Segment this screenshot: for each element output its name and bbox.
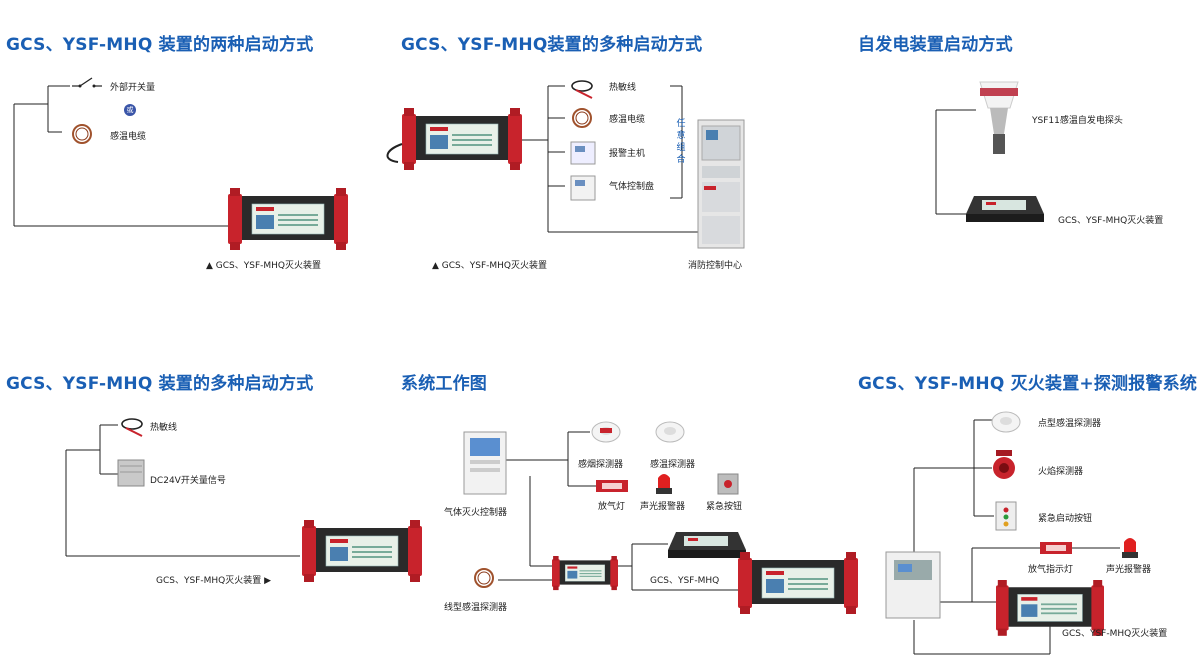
any-combo-label: 任意组合 [676, 119, 686, 165]
temp-detector-icon [655, 421, 685, 443]
release-light-icon [1040, 542, 1072, 554]
extinguisher-device-icon [301, 519, 423, 583]
cable-coil-icon [72, 124, 92, 144]
extinguisher-device-icon [551, 555, 619, 591]
center-label: 消防控制中心 [688, 261, 743, 271]
panel2-lines [514, 85, 700, 233]
panel4-title: GCS、YSF-MHQ 装置的多种启动方式 [6, 374, 314, 394]
mhq-label: GCS、YSF-MHQ [650, 576, 720, 586]
probe-label: YSF11感温自发电探头 [1032, 116, 1123, 126]
point-detector-label: 点型感温探测器 [1038, 419, 1102, 429]
linear-detector-label: 线型感温探测器 [444, 603, 508, 613]
alarm-host-icon [570, 141, 596, 165]
heat-wire-icon [571, 80, 593, 99]
heat-wire-icon [121, 418, 143, 437]
cable-label: 感温电缆 [609, 115, 646, 125]
smoke-label: 感烟探测器 [578, 460, 624, 470]
heat-wire-label: 热敏线 [150, 423, 178, 433]
release-light-label: 放气指示灯 [1028, 565, 1074, 575]
host-label: 报警主机 [609, 149, 646, 159]
release-light-icon [596, 480, 628, 492]
dc-module-icon [117, 459, 145, 487]
or-badge: 或 [124, 104, 136, 116]
extinguisher-device-icon [668, 532, 746, 558]
device-label: ▲ GCS、YSF-MHQ灭火装置 [432, 261, 548, 271]
extinguisher-device-icon [966, 196, 1044, 222]
cabinet-icon [697, 119, 745, 249]
controller-label: 气体灭火控制器 [444, 508, 508, 518]
switch-icon [72, 77, 102, 88]
emergency-button-label: 紧急启动按钮 [1038, 514, 1093, 524]
dc-signal-label: DC24V开关量信号 [150, 476, 226, 486]
extinguisher-device-icon [227, 187, 349, 251]
extinguisher-device-icon [737, 551, 859, 615]
button-icon [717, 473, 739, 495]
cable-label: 感温电缆 [110, 132, 147, 142]
temp-label: 感温探测器 [650, 460, 696, 470]
button-icon [995, 501, 1017, 531]
switch-label: 外部开关量 [110, 83, 156, 93]
gas-panel-icon [570, 175, 596, 201]
panel6-lines [913, 419, 1120, 655]
gas-controller-icon [463, 431, 507, 495]
heat-wire-label: 热敏线 [609, 83, 637, 93]
flame-detector-label: 火焰探测器 [1038, 467, 1084, 477]
device-label: GCS、YSF-MHQ灭火装置 [1062, 629, 1168, 639]
panel2-title: GCS、YSF-MHQ装置的多种启动方式 [401, 35, 703, 55]
release-light-label: 放气灯 [598, 502, 626, 512]
panel5-title: 系统工作图 [401, 374, 487, 394]
siren-icon [656, 474, 672, 494]
panel6-title: GCS、YSF-MHQ 灭火装置+探测报警系统 [858, 374, 1198, 394]
device-label: GCS、YSF-MHQ灭火装置 ▶ [156, 576, 272, 586]
device-label: ▲ GCS、YSF-MHQ灭火装置 [206, 261, 322, 271]
panel1-title: GCS、YSF-MHQ 装置的两种启动方式 [6, 35, 314, 55]
device-label: GCS、YSF-MHQ灭火装置 [1058, 216, 1164, 226]
cable-coil-icon [572, 108, 592, 128]
siren-icon [1122, 538, 1138, 558]
panel3-lines [935, 109, 976, 215]
panel1-lines [13, 85, 230, 227]
panel3-title: 自发电装置启动方式 [858, 35, 1013, 55]
probe-icon [979, 81, 1019, 154]
alarm-label: 声光报警器 [640, 502, 686, 512]
cable-coil-icon [474, 568, 494, 588]
gas-panel-label: 气体控制盘 [609, 182, 655, 192]
extinguisher-device-icon [401, 107, 523, 171]
button-label: 紧急按钮 [706, 502, 743, 512]
temp-detector-icon [991, 411, 1021, 433]
alarm-label: 声光报警器 [1106, 565, 1152, 575]
panel4-lines [65, 424, 300, 557]
flame-detector-icon [993, 450, 1015, 479]
gas-controller-icon [885, 551, 941, 619]
